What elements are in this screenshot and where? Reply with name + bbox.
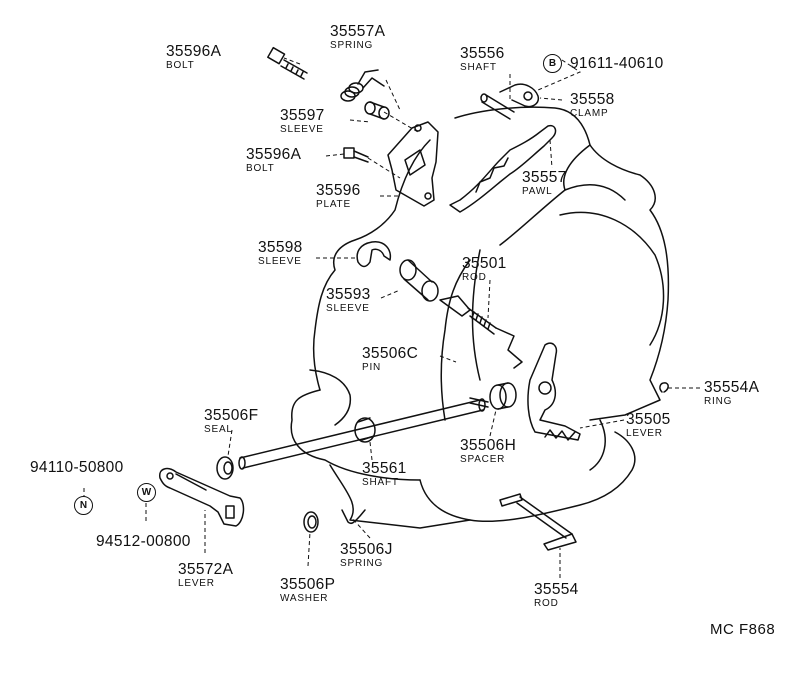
part-label-35572A: 35572A LEVER [178, 561, 234, 590]
part-label-35597: 35597 SLEEVE [280, 107, 325, 136]
part-label-35596A-top: 35596A BOLT [166, 43, 222, 72]
sleeve-35593 [399, 259, 439, 302]
lever-35572A [159, 467, 245, 527]
ring-35554A [659, 382, 669, 393]
part-label-35506F: 35506F SEAL [204, 407, 259, 436]
part-label-35506C: 35506C PIN [362, 345, 419, 374]
part-label-35505: 35505 LEVER [626, 411, 671, 440]
transmission-case [290, 106, 670, 529]
part-label-35598: 35598 SLEEVE [258, 239, 303, 268]
hardware-number-94512-00800: 94512-00800 [96, 533, 191, 550]
hardware-number-94110-50800: 94110-50800 [30, 459, 124, 476]
pawl-35557 [449, 124, 557, 213]
part-label-35561: 35561 SHAFT [362, 460, 407, 489]
callout-w-symbol: W [137, 483, 156, 502]
spring-35557A [340, 69, 385, 102]
leader-lines [83, 57, 700, 578]
rod-35501 [439, 295, 523, 369]
part-label-35593: 35593 SLEEVE [326, 286, 371, 315]
hardware-number-91611-40610: 91611-40610 [570, 55, 664, 72]
part-label-35557: 35557 PAWL [522, 169, 567, 198]
spacer-35506H [489, 382, 517, 410]
part-label-35554A: 35554A RING [704, 379, 760, 408]
part-label-35501: 35501 ROD [462, 255, 507, 284]
sleeve-35597 [364, 101, 390, 120]
part-label-35557A: 35557A SPRING [330, 23, 386, 52]
bolt-35596A-top [267, 46, 308, 80]
spring-35506J [341, 509, 366, 525]
callout-n-symbol: N [74, 496, 93, 515]
part-label-35506P: 35506P WASHER [280, 576, 336, 605]
part-label-35506J: 35506J SPRING [340, 541, 393, 570]
part-label-35556: 35556 SHAFT [460, 45, 505, 74]
part-label-35596A-lower: 35596A BOLT [246, 146, 302, 175]
part-label-35558: 35558 CLAMP [570, 91, 615, 120]
sleeve-35598 [356, 241, 392, 268]
clamp-35558 [499, 83, 540, 108]
seal-35506F [216, 456, 234, 480]
diagram-code: MC F868 [710, 621, 776, 638]
callout-b-symbol: B [543, 54, 562, 73]
plate-35596 [387, 121, 439, 207]
rod-35554 [499, 493, 577, 551]
shaft-35556 [480, 93, 515, 120]
bolt-35596A-lower [343, 147, 369, 163]
part-label-35554: 35554 ROD [534, 581, 579, 610]
lever-35505 [527, 342, 581, 441]
part-label-35506H: 35506H SPACER [460, 437, 517, 466]
part-label-35596: 35596 PLATE [316, 182, 361, 211]
washer-35506P [303, 511, 319, 533]
shaft-35561 [238, 398, 486, 470]
